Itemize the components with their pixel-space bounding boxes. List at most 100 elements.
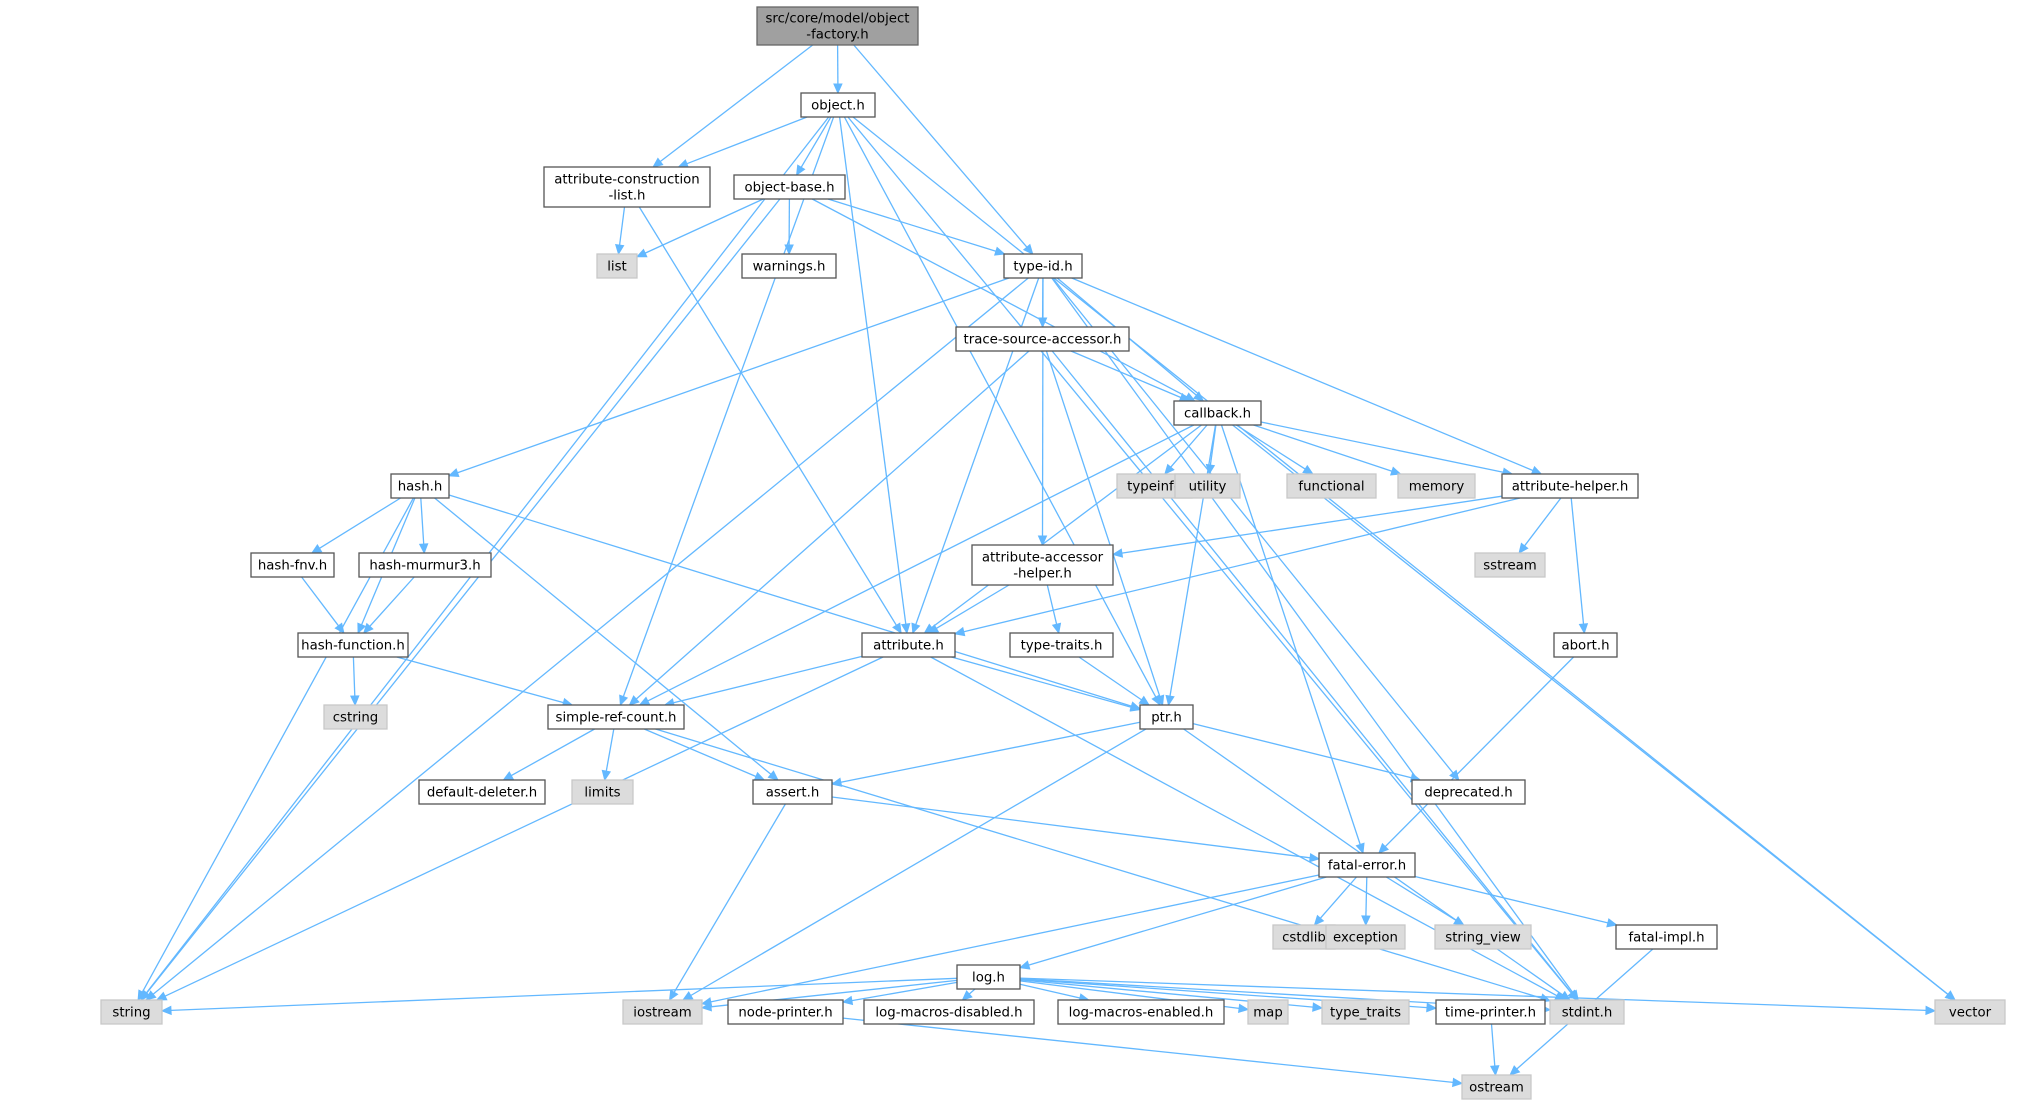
edge-arrowhead bbox=[900, 623, 911, 635]
node-hashfunc[interactable]: hash-function.h bbox=[297, 632, 409, 658]
node-label: functional bbox=[1298, 480, 1364, 495]
edge-arrowhead bbox=[638, 696, 651, 706]
edge-line bbox=[635, 350, 1030, 700]
edge-assert-to-fatalerr bbox=[831, 796, 1321, 863]
nodes-layer: src/core/model/object-factory.h object.h a… bbox=[100, 6, 2006, 1100]
node-attribute[interactable]: attribute.h bbox=[861, 632, 956, 658]
node-objbase[interactable]: object-base.h bbox=[733, 174, 846, 200]
edge-line bbox=[1235, 424, 1306, 470]
edge-line bbox=[1028, 876, 1327, 966]
node-nodeprinter[interactable]: node-printer.h bbox=[727, 999, 844, 1025]
node-box bbox=[250, 552, 335, 578]
edge-arrowhead bbox=[635, 248, 648, 258]
node-aah[interactable]: attribute-accessor-helper.h bbox=[971, 544, 1114, 586]
edge-arrowhead bbox=[1944, 990, 1956, 1001]
edge-callback-to-ptr bbox=[1165, 424, 1217, 707]
edge-arrowhead bbox=[892, 622, 902, 635]
node-ptr[interactable]: ptr.h bbox=[1139, 704, 1194, 730]
edge-object-to-acl bbox=[677, 116, 808, 169]
edge-arrowhead bbox=[137, 989, 147, 1002]
edge-log-to-nodeprinter bbox=[841, 981, 958, 1006]
edge-callback-to-functional bbox=[1235, 424, 1314, 475]
node-label: src/core/model/object bbox=[765, 12, 909, 27]
edge-line bbox=[1385, 876, 1457, 921]
edge-arrowhead bbox=[700, 1001, 712, 1012]
node-label: exception bbox=[1333, 931, 1398, 946]
edge-object-to-stdint bbox=[847, 116, 1578, 1001]
node-list: list bbox=[596, 253, 638, 279]
node-label: ptr.h bbox=[1151, 711, 1182, 726]
node-lme[interactable]: log-macros-enabled.h bbox=[1057, 999, 1225, 1025]
node-label: string bbox=[112, 1006, 150, 1021]
node-root[interactable]: src/core/model/object-factory.h bbox=[756, 6, 919, 46]
edge-arrowhead bbox=[953, 626, 966, 637]
node-cstring: cstring bbox=[323, 704, 388, 730]
edge-line bbox=[659, 44, 814, 163]
node-acl[interactable]: attribute-construction-list.h bbox=[543, 166, 711, 208]
node-box bbox=[543, 166, 711, 208]
edge-arrowhead bbox=[1378, 842, 1390, 854]
node-abort[interactable]: abort.h bbox=[1553, 632, 1618, 658]
node-lmd[interactable]: log-macros-disabled.h bbox=[863, 999, 1035, 1025]
node-label: -list.h bbox=[609, 189, 646, 204]
node-hashfnv[interactable]: hash-fnv.h bbox=[250, 552, 335, 578]
edge-line bbox=[1253, 424, 1393, 472]
node-box bbox=[800, 92, 876, 118]
node-assert[interactable]: assert.h bbox=[752, 779, 833, 805]
node-timeprinter[interactable]: time-printer.h bbox=[1435, 999, 1546, 1025]
edge-line bbox=[1070, 350, 1182, 399]
edge-arrowhead bbox=[628, 695, 640, 706]
node-sstream: sstream bbox=[1474, 552, 1546, 578]
edge-line bbox=[369, 576, 415, 627]
edge-line bbox=[457, 277, 1010, 474]
node-memory: memory bbox=[1397, 473, 1476, 499]
edge-line bbox=[448, 494, 1132, 707]
edge-src-to-limits bbox=[601, 728, 615, 782]
node-object[interactable]: object.h bbox=[800, 92, 876, 118]
node-label: hash-fnv.h bbox=[258, 559, 327, 574]
node-warnings[interactable]: warnings.h bbox=[741, 253, 837, 279]
node-utility: utility bbox=[1174, 473, 1241, 499]
edge-line bbox=[847, 116, 1572, 994]
edge-line bbox=[1051, 350, 1573, 994]
node-label: limits bbox=[584, 786, 620, 801]
edge-line bbox=[644, 198, 764, 254]
node-box bbox=[861, 632, 956, 658]
node-src[interactable]: simple-ref-count.h bbox=[547, 704, 685, 730]
edges-layer bbox=[137, 44, 1956, 1088]
node-attrhelper[interactable]: attribute-helper.h bbox=[1501, 473, 1639, 499]
edge-line bbox=[1078, 656, 1142, 701]
node-box bbox=[1009, 632, 1114, 658]
node-box bbox=[571, 779, 634, 805]
edge-log-to-vector bbox=[1019, 977, 1937, 1016]
edge-callback-to-memory bbox=[1253, 424, 1402, 476]
node-deprecated[interactable]: deprecated.h bbox=[1411, 779, 1526, 805]
node-hash[interactable]: hash.h bbox=[390, 473, 450, 499]
edge-object-to-attribute bbox=[838, 116, 911, 635]
node-typetraitsh[interactable]: type-traits.h bbox=[1009, 632, 1114, 658]
edge-line bbox=[851, 981, 958, 1002]
node-callback[interactable]: callback.h bbox=[1173, 400, 1262, 426]
edge-typeid-to-string bbox=[145, 277, 1029, 1001]
node-label: hash-function.h bbox=[301, 639, 405, 654]
edge-fatalerr-to-string_view bbox=[1385, 876, 1465, 926]
node-log[interactable]: log.h bbox=[956, 964, 1021, 990]
node-tsa[interactable]: trace-source-accessor.h bbox=[955, 326, 1130, 352]
edge-arrowhead bbox=[1129, 702, 1142, 712]
node-typeid[interactable]: type-id.h bbox=[1003, 253, 1083, 279]
node-label: log.h bbox=[972, 971, 1005, 986]
node-fatalimpl[interactable]: fatal-impl.h bbox=[1615, 924, 1718, 950]
edge-root-to-typeid bbox=[853, 44, 1034, 255]
node-box bbox=[1272, 924, 1336, 950]
node-box bbox=[390, 473, 450, 499]
edge-arrowhead bbox=[334, 622, 345, 634]
node-box bbox=[1057, 999, 1225, 1025]
node-label: callback.h bbox=[1184, 407, 1251, 422]
edge-arrowhead bbox=[1313, 914, 1325, 926]
node-hashmm3[interactable]: hash-murmur3.h bbox=[358, 552, 492, 578]
node-defdel[interactable]: default-deleter.h bbox=[418, 779, 546, 805]
node-fatalerr[interactable]: fatal-error.h bbox=[1318, 852, 1416, 878]
node-iostream: iostream bbox=[622, 999, 703, 1025]
edge-line bbox=[673, 655, 863, 704]
node-label: stdint.h bbox=[1562, 1006, 1613, 1021]
